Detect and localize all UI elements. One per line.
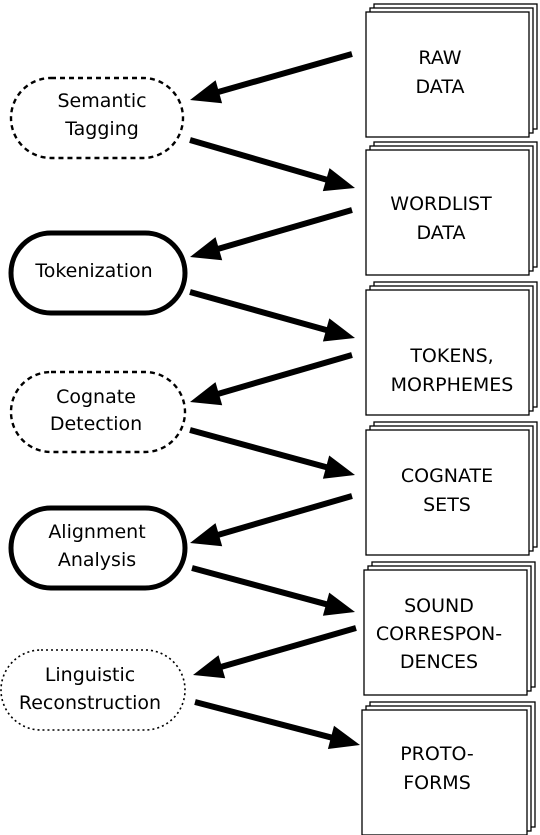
document-label-line: SOUND <box>404 595 474 617</box>
arrow-shaft <box>216 207 353 253</box>
process-label-line: Detection <box>50 413 142 435</box>
document-label-line: DENCES <box>400 651 478 673</box>
document-stack-sound-correspondences: SOUND CORRESPON- DENCES <box>363 561 536 696</box>
process-pill <box>0 649 186 731</box>
arrow-head <box>322 168 355 192</box>
arrow-head <box>322 455 355 479</box>
process-pill <box>9 76 185 160</box>
arrow-shaft <box>219 625 357 671</box>
arrow-shaft <box>216 51 353 96</box>
process-pill <box>8 230 188 316</box>
document-front-page <box>365 429 530 556</box>
process-pill <box>8 505 188 591</box>
document-stack-raw-data: RAW DATA <box>365 3 538 138</box>
process-label-line: Linguistic <box>45 664 135 686</box>
document-stack-proto-forms: PROTO- FORMS <box>361 701 536 835</box>
document-front-page <box>363 569 528 696</box>
processes-layer: SemanticTaggingTokenizationCognateDetect… <box>0 76 188 731</box>
document-label-line: MORPHEMES <box>391 374 514 396</box>
process-label-line: Reconstruction <box>19 692 161 714</box>
process-label-line: Alignment <box>48 521 145 543</box>
document-label-line: PROTO- <box>400 743 474 765</box>
document-label-line: TOKENS, <box>409 345 493 367</box>
document-front-page <box>365 149 530 276</box>
document-label-line: FORMS <box>403 772 471 794</box>
document-front-page <box>365 11 530 138</box>
arrow-head <box>322 318 355 342</box>
arrow-shaft <box>194 699 334 741</box>
arrow-head <box>190 80 223 104</box>
arrow-shaft <box>189 289 329 334</box>
flow-arrow <box>189 137 355 192</box>
process-label-line: Tagging <box>64 118 139 140</box>
document-label-line: SETS <box>423 494 471 516</box>
process-label-line: Cognate <box>56 386 136 408</box>
flow-arrow <box>190 207 353 261</box>
document-front-page <box>365 289 530 416</box>
process-pill <box>9 370 187 454</box>
arrow-shaft <box>216 493 353 539</box>
flow-arrow <box>193 625 357 679</box>
process-label-line: Analysis <box>58 549 136 571</box>
arrow-head <box>190 237 223 261</box>
document-stack-wordlist-data: WORDLIST DATA <box>365 141 538 276</box>
flow-arrow <box>189 289 355 342</box>
arrow-head <box>193 655 226 679</box>
document-front-page <box>361 709 528 835</box>
flow-arrow <box>194 699 360 749</box>
document-label-line: RAW <box>418 47 461 69</box>
flow-arrow <box>191 565 355 616</box>
arrow-shaft <box>216 352 353 398</box>
arrow-head <box>322 592 355 616</box>
arrow-head <box>327 725 360 749</box>
arrow-shaft <box>189 137 329 184</box>
flow-arrow <box>190 51 353 104</box>
process-label-line: Tokenization <box>34 260 152 282</box>
document-label-line: DATA <box>416 76 465 98</box>
flow-arrow <box>190 352 353 406</box>
process-label-line: Semantic <box>57 90 146 112</box>
flow-arrow <box>189 427 355 479</box>
arrow-head <box>190 382 223 406</box>
document-stack-cognate-sets: COGNATE SETS <box>365 421 538 556</box>
arrow-shaft <box>191 565 329 608</box>
document-label-line: DATA <box>417 222 466 244</box>
document-label-line: CORRESPON- <box>376 623 502 645</box>
document-label-line: WORDLIST <box>390 193 492 215</box>
process-tokenization: Tokenization <box>8 230 188 316</box>
arrow-head <box>190 523 223 547</box>
flow-arrow <box>190 493 353 547</box>
document-stack-tokens-morphemes: TOKENS, MORPHEMES <box>365 281 538 416</box>
documents-layer: RAW DATA WORDLIST DATA TOKENS, MORPHEMES COGNA… <box>361 3 538 835</box>
arrows-layer <box>189 51 360 749</box>
arrow-shaft <box>189 427 329 471</box>
document-label-line: COGNATE <box>401 465 493 487</box>
